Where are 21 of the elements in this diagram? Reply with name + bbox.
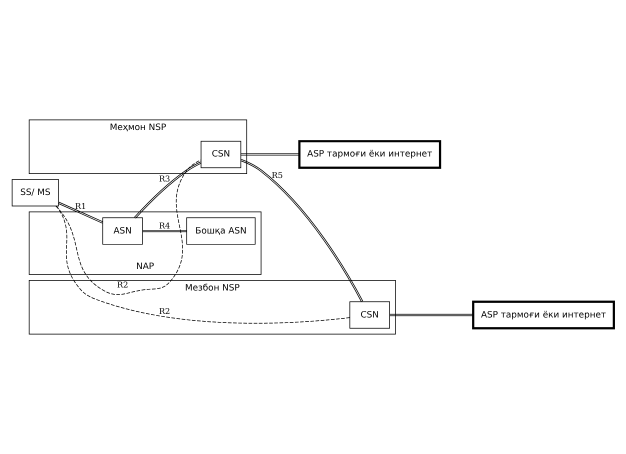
edge-label: R3 bbox=[158, 174, 170, 184]
edge-label: R4 bbox=[158, 220, 170, 231]
edge-label: R1 bbox=[75, 200, 86, 211]
connector bbox=[142, 230, 187, 232]
node-box: SS/ MS bbox=[12, 179, 59, 206]
node-box: CSN bbox=[200, 140, 242, 168]
node-box: ASN bbox=[102, 217, 143, 245]
connector bbox=[390, 314, 474, 316]
edge-label: R5 bbox=[272, 170, 283, 180]
connector bbox=[58, 202, 104, 224]
connector bbox=[240, 159, 364, 302]
connector bbox=[240, 153, 300, 156]
connector bbox=[56, 206, 350, 324]
connector bbox=[134, 162, 202, 219]
node-box: ASP тармоғи ёки интернет bbox=[472, 300, 615, 330]
edge-label: R2 bbox=[158, 306, 170, 316]
node-box: Бошқа ASN bbox=[186, 217, 256, 245]
edge-label: R2 bbox=[116, 280, 128, 290]
node-box: CSN bbox=[349, 301, 390, 329]
node-box: ASP тармоғи ёки интернет bbox=[298, 140, 442, 169]
connector bbox=[55, 160, 202, 295]
